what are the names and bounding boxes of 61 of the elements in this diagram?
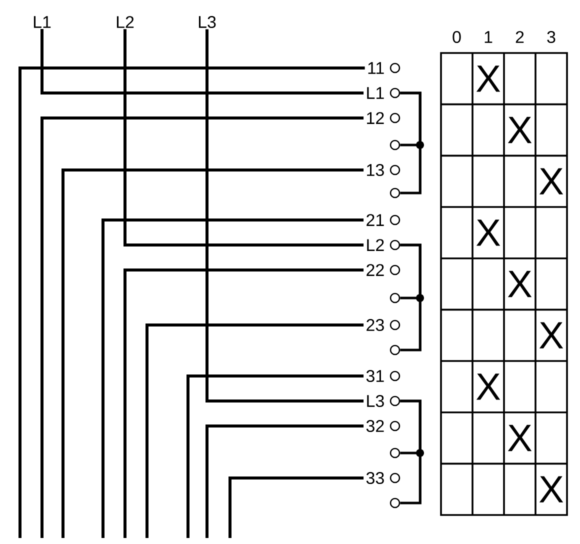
terminal: 21	[366, 214, 400, 226]
cross-mark: X	[539, 322, 564, 348]
cross-mark: X	[476, 66, 500, 92]
wire	[186, 374, 364, 538]
position-number: 0	[452, 30, 461, 44]
cross-mark: X	[539, 168, 564, 194]
cross-mark: X	[476, 374, 500, 400]
supply-label: L1	[34, 16, 51, 28]
node-label: 21	[366, 214, 384, 226]
terminal	[390, 188, 400, 198]
terminal: 13	[367, 164, 400, 176]
node-label: 12	[367, 112, 384, 124]
supply-label: L2	[116, 16, 134, 28]
wire	[62, 168, 364, 538]
wire	[206, 29, 364, 402]
terminal: 23	[366, 318, 400, 332]
terminal	[390, 344, 400, 356]
wire	[206, 424, 364, 538]
node-label: 23	[366, 318, 384, 332]
terminal: 32	[366, 420, 400, 432]
terminal: L1	[367, 87, 400, 99]
terminal: 31	[366, 370, 400, 382]
wire	[40, 116, 364, 538]
wire	[40, 29, 364, 94]
node-label: L1	[367, 87, 384, 99]
wire	[124, 29, 364, 246]
terminal: L3	[367, 394, 400, 408]
position-number: 3	[547, 30, 556, 44]
terminal: 33	[366, 472, 400, 484]
bridge-wire	[400, 400, 422, 504]
cross-mark: X	[508, 424, 532, 452]
wire	[18, 66, 365, 538]
node-label: 22	[366, 264, 384, 276]
wire	[102, 218, 364, 538]
terminal: 22	[366, 264, 400, 276]
terminal	[390, 498, 400, 508]
terminal: 12	[367, 112, 400, 124]
cross-mark: X	[508, 270, 532, 298]
node-label: 33	[366, 472, 384, 484]
terminal: L2	[367, 239, 400, 251]
position-number: 1	[484, 31, 492, 43]
wire	[146, 324, 364, 538]
terminal	[390, 292, 400, 304]
terminal: 11	[368, 62, 400, 74]
node-label: 31	[366, 370, 384, 382]
node-label: L3	[367, 394, 384, 408]
node-label: L2	[367, 239, 384, 251]
position-number: 2	[516, 31, 524, 43]
wire	[124, 268, 364, 538]
bridge-wire	[400, 92, 422, 194]
terminal	[390, 140, 400, 150]
cross-mark: X	[508, 116, 532, 144]
node-label: 13	[367, 164, 384, 176]
node-label: 11	[368, 62, 384, 74]
wire	[228, 476, 364, 538]
bridge-wire	[400, 244, 422, 352]
supply-label: L3	[198, 16, 216, 28]
cross-mark: X	[476, 220, 500, 246]
node-label: 32	[366, 420, 384, 432]
terminal	[390, 448, 400, 458]
cross-mark: X	[539, 476, 564, 502]
